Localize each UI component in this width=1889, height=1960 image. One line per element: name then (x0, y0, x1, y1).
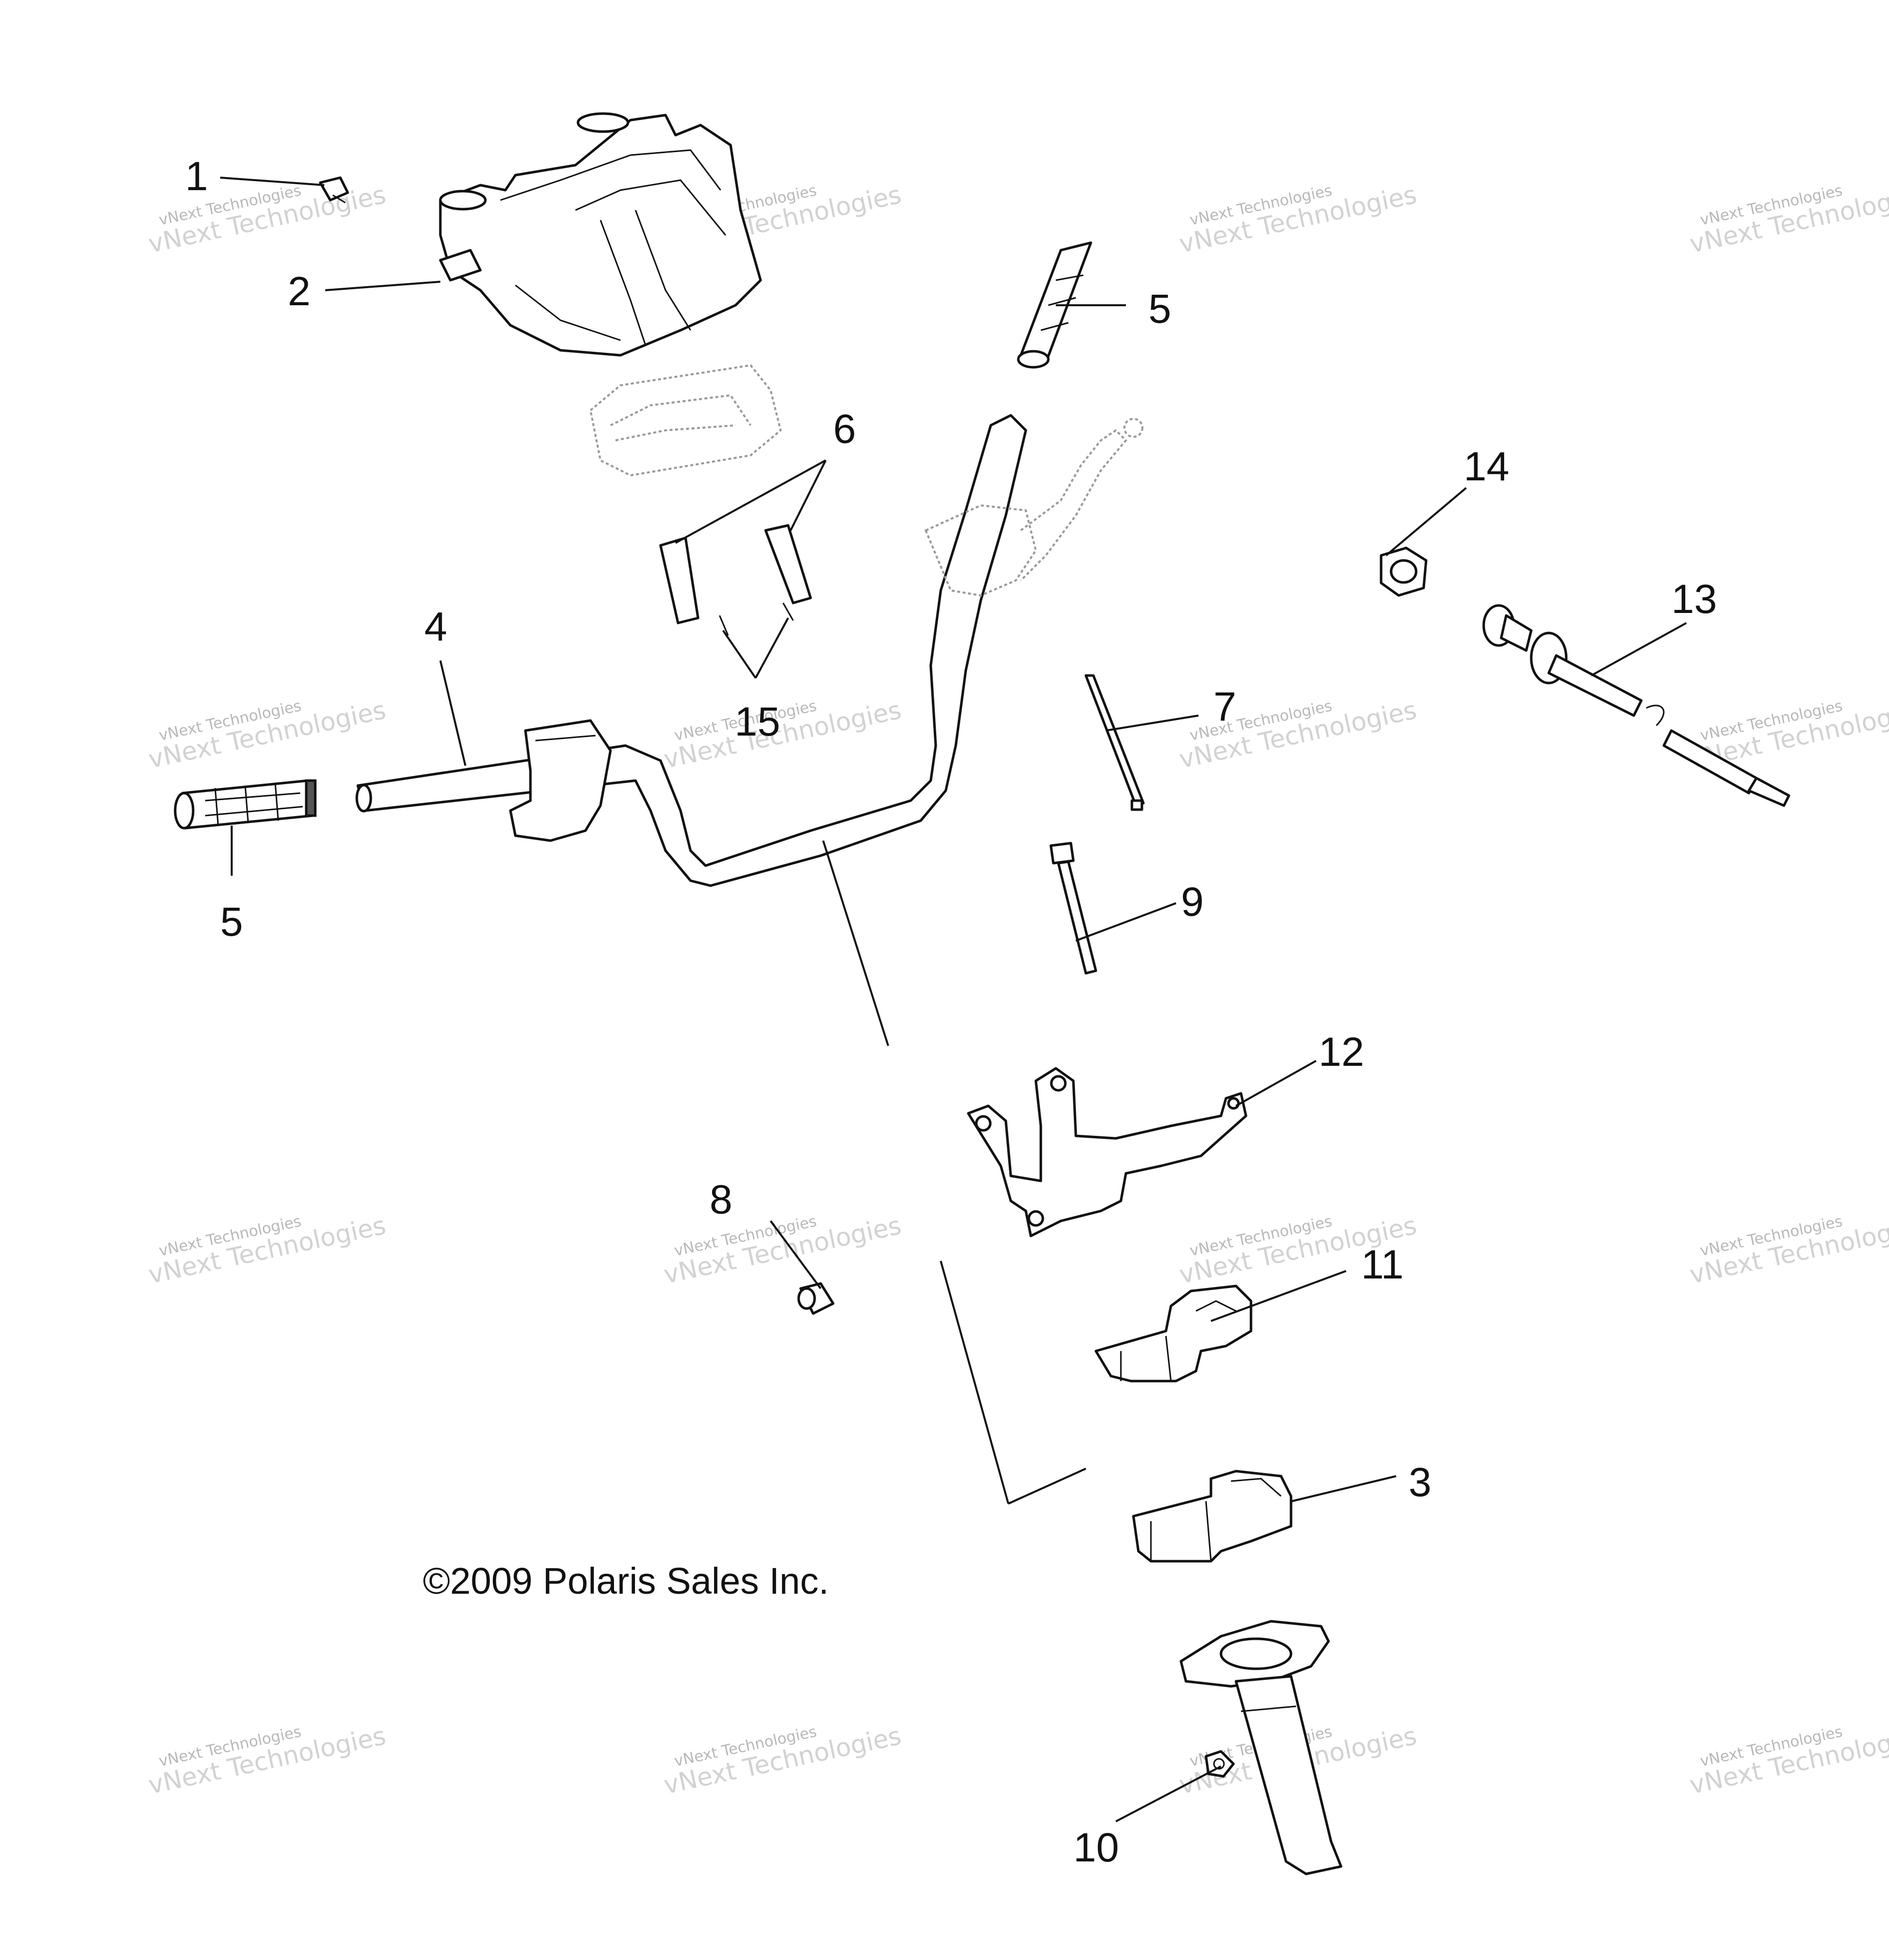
part-grip-lower (174, 779, 317, 830)
callout-15: 15 (735, 699, 780, 745)
callout-12: 12 (1319, 1029, 1364, 1075)
part-lower-clamp (1132, 1470, 1293, 1563)
callout-9: 9 (1181, 879, 1204, 925)
part-cable (1482, 604, 1790, 807)
part-grip-upper (1017, 241, 1092, 369)
part-handlebar (355, 414, 1143, 887)
callout-5-lower: 5 (220, 899, 243, 945)
callout-13: 13 (1671, 576, 1717, 622)
callout-10: 10 (1073, 1825, 1119, 1870)
part-mount-bracket (967, 1067, 1247, 1237)
callout-5-upper: 5 (1148, 286, 1171, 332)
callout-4: 4 (424, 604, 447, 649)
callout-11: 11 (1361, 1242, 1404, 1287)
callouts: 1 2 3 4 5 5 6 7 8 9 10 11 12 13 14 15 (185, 154, 1717, 1870)
copyright-notice: ©2009 Polaris Sales Inc. (423, 1560, 829, 1602)
part-handlebar-cover (439, 112, 762, 357)
part-upper-clamp (1094, 1284, 1252, 1383)
part-brackets (659, 524, 812, 636)
callout-2: 2 (288, 269, 311, 314)
part-steering-post (1179, 1620, 1343, 1875)
callout-8: 8 (710, 1177, 733, 1222)
ghost-gauge (589, 364, 782, 477)
callout-7: 7 (1213, 684, 1236, 730)
callout-3: 3 (1409, 1460, 1432, 1505)
part-screw (319, 176, 349, 204)
callout-6: 6 (833, 406, 856, 452)
part-rubber-mount (797, 1282, 835, 1315)
part-cable-tie (1084, 674, 1145, 811)
callout-1: 1 (185, 154, 208, 199)
leader-lines (220, 177, 1687, 1822)
callout-14: 14 (1464, 444, 1509, 489)
part-bolt (1049, 842, 1097, 975)
part-nut (1380, 546, 1428, 597)
